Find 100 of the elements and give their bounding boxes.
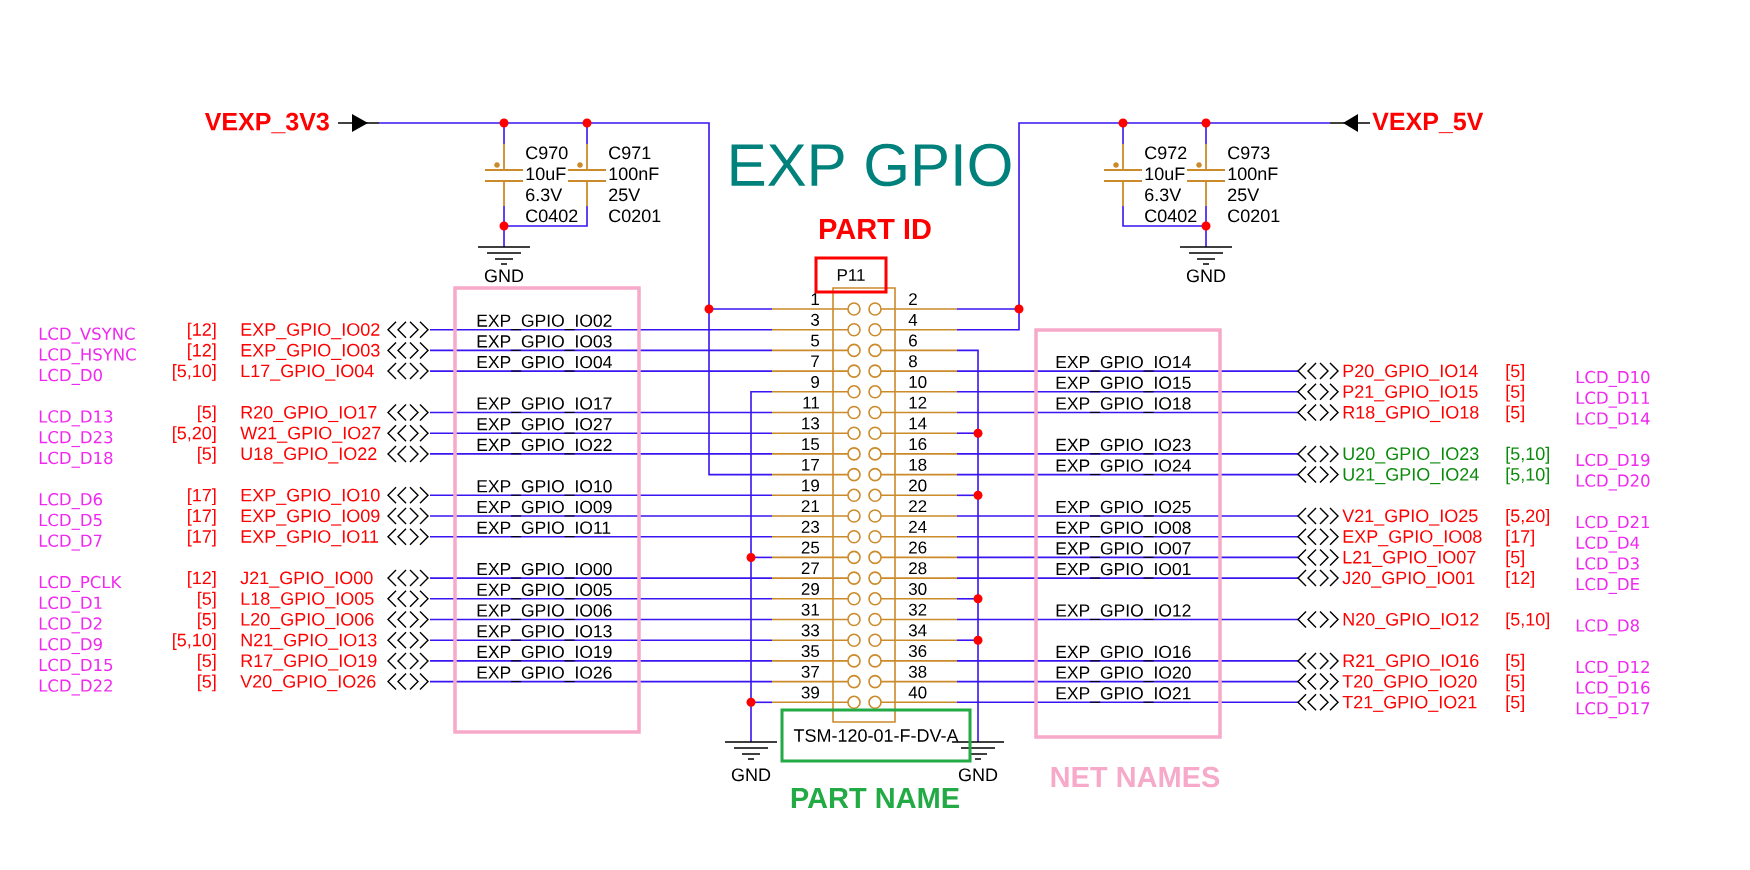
capacitor-value: 10uF [1145,167,1185,181]
pin-number: 2 [909,293,917,305]
page-reference: [17] [188,529,216,547]
pin-number: 36 [908,645,927,658]
capacitor-value: 6.3V [1145,188,1182,202]
net-name: EXP_GPIO_IO24 [1056,459,1191,476]
pin-number: 17 [802,458,819,471]
net-name: EXP_GPIO_IO09 [477,500,612,517]
lcd-signal-name: LCD_D5 [39,513,102,530]
net-name: EXP_GPIO_IO18 [1056,397,1191,413]
net-names-box [1034,328,1222,739]
lcd-signal-name: LCD_D1 [39,596,102,613]
page-reference: [5] [1506,674,1524,692]
pin-number: 34 [908,624,927,637]
lcd-signal-name: LCD_HSYNC [39,348,136,365]
net-name: EXP_GPIO_IO17 [477,397,612,413]
capacitor-value: 10uF [526,167,566,181]
net-name: EXP_GPIO_IO27 [477,418,612,434]
net-name: EXP_GPIO_IO03 [477,335,612,351]
pin-number: 8 [908,355,917,368]
net-name: EXP_GPIO_IO11 [477,521,611,538]
signal-name: EXP_GPIO_IO03 [241,343,380,360]
signal-name: R20_GPIO_IO17 [241,405,377,423]
net-name: EXP_GPIO_IO20 [1056,666,1191,683]
pin-number: 26 [909,541,927,554]
pin-number: 23 [801,520,820,533]
capacitor-value: C970 [526,146,568,160]
lcd-signal-name: LCD_D3 [1576,557,1639,574]
lcd-signal-name: LCD_DE [1576,577,1639,594]
lcd-signal-name: LCD_D8 [1576,619,1639,636]
net-name: EXP_GPIO_IO10 [477,480,612,496]
net-name: EXP_GPIO_IO26 [477,666,612,683]
net-name: EXP_GPIO_IO21 [1056,687,1191,703]
lcd-signal-name: LCD_D9 [39,637,102,655]
net-name: EXP_GPIO_IO06 [477,604,612,620]
pin-number: 3 [811,313,820,326]
pin-number: 29 [801,582,819,595]
page-reference: [5,10] [1506,612,1549,630]
net-name: EXP_GPIO_IO25 [1056,500,1191,517]
lcd-signal-name: LCD_D12 [1576,660,1649,677]
page-reference: [5] [198,591,216,609]
signal-name: R21_GPIO_IO16 [1343,654,1479,671]
capacitor-value: C0201 [1228,209,1280,223]
capacitor-value: C0201 [609,209,661,223]
capacitor-value: 25V [1228,188,1260,202]
lcd-signal-name: LCD_D18 [39,451,113,468]
signal-name: U18_GPIO_IO22 [241,447,377,464]
pin-number: 35 [801,645,820,658]
lcd-signal-name: LCD_D14 [1576,412,1650,429]
box-caption: NET NAMES [1051,766,1220,788]
page-reference: [5] [198,653,216,671]
lcd-signal-name: LCD_D11 [1576,391,1650,408]
net-name: EXP_GPIO_IO07 [1056,542,1191,558]
signal-name: L18_GPIO_IO05 [241,592,374,609]
page-reference: [12] [188,571,216,588]
signal-name: EXP_GPIO_IO09 [241,509,380,526]
pin-number: 6 [909,334,917,347]
signal-name: W21_GPIO_IO27 [240,426,381,443]
page-reference: [12] [1506,571,1534,588]
page-reference: [5] [1506,695,1524,713]
signal-name: R18_GPIO_IO18 [1343,405,1479,423]
signal-name: U21_GPIO_IO24 [1343,468,1479,485]
capacitor-value: 100nF [609,167,659,181]
power-port-label: VEXP_5V [1372,112,1484,134]
signal-name: N21_GPIO_IO13 [241,633,377,650]
pin-number: 37 [801,665,819,678]
pin-number: 16 [909,438,927,451]
lcd-signal-name: LCD_D19 [1576,453,1650,470]
part-id-box: P11 [814,256,888,294]
signal-name: EXP_GPIO_IO11 [241,530,379,547]
pin-number: 10 [909,375,927,388]
net-name: EXP_GPIO_IO16 [1056,645,1191,662]
pin-number: 38 [908,665,927,678]
pin-number: 7 [811,355,819,368]
signal-name: P21_GPIO_IO15 [1343,385,1478,402]
capacitor-value: 25V [609,188,641,202]
signal-name: L17_GPIO_IO04 [241,364,374,381]
pin-number: 1 [811,293,819,305]
pin-number: 32 [908,603,927,616]
lcd-signal-name: LCD_D10 [1576,370,1650,387]
lcd-signal-name: LCD_D0 [39,368,102,385]
title: EXP GPIO [731,143,1011,187]
net-name: EXP_GPIO_IO00 [477,562,612,579]
signal-name: J21_GPIO_IO00 [240,571,373,588]
lcd-signal-name: LCD_D15 [39,658,113,675]
lcd-signal-name: LCD_D16 [1576,681,1650,698]
lcd-signal-name: LCD_D13 [39,410,113,427]
pin-number: 13 [802,417,820,430]
net-name: EXP_GPIO_IO02 [477,314,612,331]
pin-number: 19 [802,479,819,492]
page-reference: [5] [1506,550,1524,568]
signal-name: L20_GPIO_IO06 [241,612,374,630]
pin-number: 25 [801,541,820,554]
signal-name: P20_GPIO_IO14 [1343,364,1478,381]
net-names-box [453,286,641,734]
page-reference: [5] [198,674,216,692]
lcd-signal-name: LCD_PCLK [39,575,122,592]
net-name: EXP_GPIO_IO22 [477,438,612,455]
pin-number: 14 [909,417,927,430]
page-reference: [12] [188,343,216,361]
